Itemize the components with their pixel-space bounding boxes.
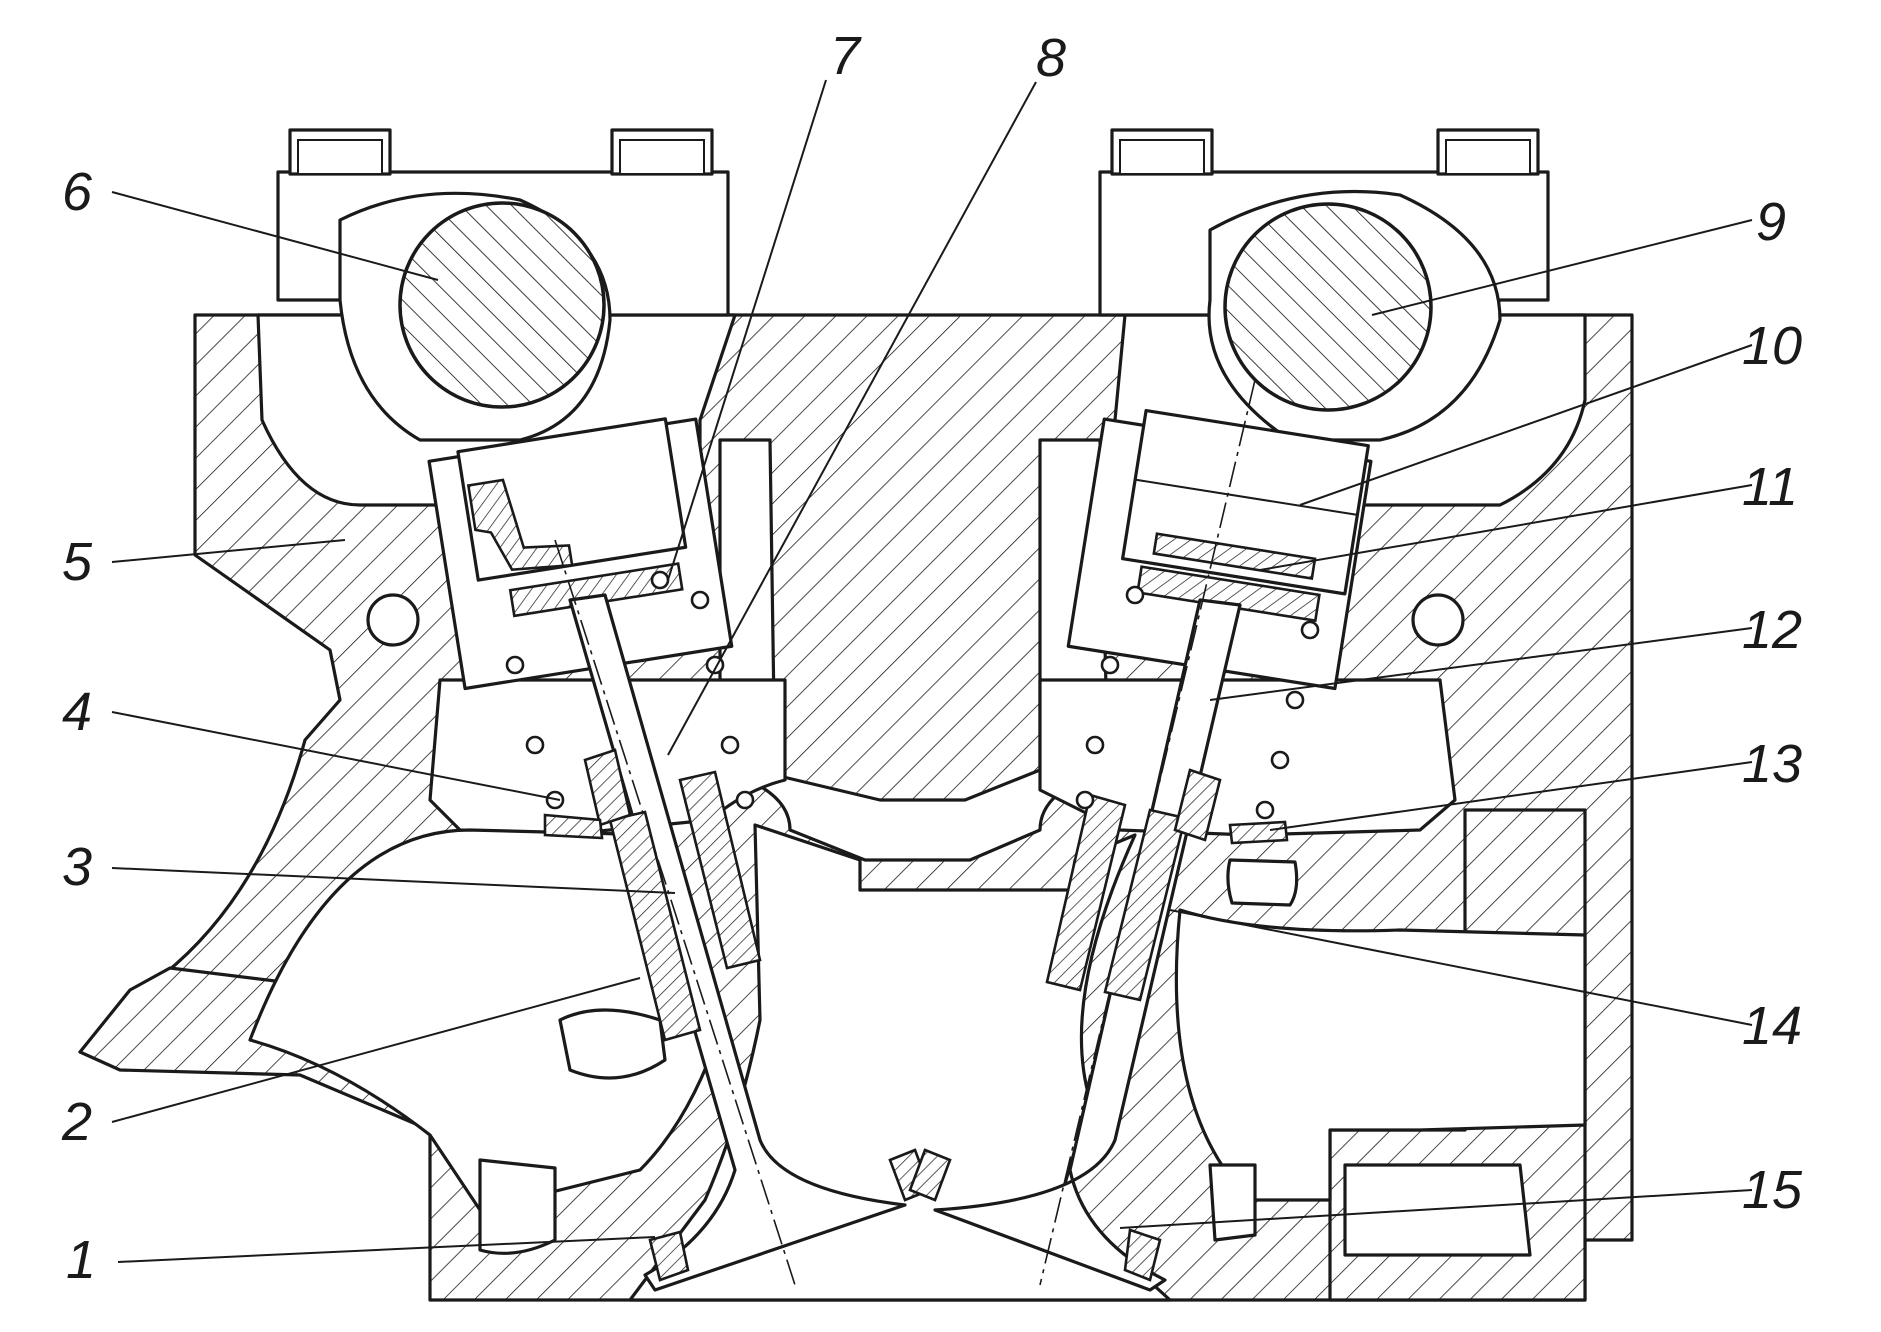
callout-15: 15 bbox=[1742, 1160, 1803, 1220]
exhaust-port bbox=[1174, 908, 1587, 1202]
exhaust-oil-duct bbox=[1411, 593, 1465, 647]
exhaust-lifter-divider bbox=[1134, 478, 1358, 516]
callout-1: 1 bbox=[66, 1230, 96, 1290]
exhaust-valve-seat-b bbox=[908, 1148, 952, 1202]
intake-valve-seat bbox=[648, 1230, 690, 1282]
callout-4: 4 bbox=[62, 682, 92, 742]
leader-11 bbox=[1259, 484, 1753, 571]
leader-4 bbox=[111, 711, 561, 801]
left-cap-bolt-b-head bbox=[619, 139, 705, 175]
callout-3: 3 bbox=[62, 837, 92, 897]
exhaust-camshaft bbox=[1223, 202, 1433, 412]
leader-lines bbox=[111, 79, 1753, 1263]
coolant-passage-lower-right bbox=[1208, 1163, 1257, 1242]
coolant-passage-left bbox=[558, 1008, 667, 1080]
callout-8: 8 bbox=[1036, 28, 1066, 88]
leader-5 bbox=[111, 539, 346, 563]
intake-lifter-hydraulic-element bbox=[466, 478, 574, 572]
exhaust-valve-springs bbox=[1075, 585, 1320, 820]
leader-7 bbox=[667, 79, 827, 581]
intake-valve-axis bbox=[554, 539, 796, 1286]
water-jacket-right bbox=[1343, 1163, 1532, 1257]
coolant-passage-right bbox=[1226, 858, 1299, 907]
leader-14 bbox=[1169, 909, 1753, 1026]
exhaust-valve-guide bbox=[1045, 793, 1127, 992]
exhaust-spring-seat bbox=[1228, 820, 1289, 845]
camshafts bbox=[338, 190, 1502, 442]
callout-9: 9 bbox=[1756, 192, 1786, 252]
intake-valve-stem bbox=[568, 593, 907, 1292]
callout-12: 12 bbox=[1742, 600, 1802, 660]
leader-10 bbox=[1299, 344, 1753, 506]
leader-6 bbox=[111, 191, 439, 281]
callout-5: 5 bbox=[62, 532, 93, 592]
callout-10: 10 bbox=[1742, 316, 1802, 376]
leader-3 bbox=[111, 867, 676, 894]
leader-12 bbox=[1209, 627, 1753, 701]
leader-2 bbox=[111, 977, 641, 1123]
intake-valve-assembly bbox=[366, 417, 932, 1292]
intake-valve-guide-b bbox=[678, 770, 762, 970]
intake-spring-seat bbox=[543, 813, 604, 840]
leader-1 bbox=[117, 1236, 656, 1263]
center-gallery bbox=[718, 438, 1110, 862]
coolant-passage-lower-left bbox=[478, 1158, 557, 1255]
right-spring-cavity bbox=[1038, 678, 1457, 837]
callout-11: 11 bbox=[1742, 457, 1798, 517]
exhaust-valve-stem bbox=[933, 598, 1242, 1292]
leader-15 bbox=[1119, 1189, 1753, 1229]
callout-13: 13 bbox=[1742, 734, 1802, 794]
right-cap-bolt-a-head bbox=[1119, 139, 1205, 175]
callout-2: 2 bbox=[61, 1092, 92, 1152]
exhaust-valve-seat bbox=[1123, 1228, 1162, 1282]
intake-oil-duct bbox=[366, 593, 420, 647]
callout-7: 7 bbox=[830, 26, 862, 86]
intake-stem-seal bbox=[583, 748, 632, 827]
callout-numbers: 1 2 3 4 5 6 7 8 9 10 11 12 13 14 15 bbox=[61, 26, 1803, 1290]
callout-6: 6 bbox=[62, 162, 93, 222]
exhaust-valve-assembly bbox=[908, 379, 1465, 1292]
exhaust-valve-guide-b bbox=[1103, 808, 1187, 1002]
intake-camshaft bbox=[398, 201, 606, 409]
left-cap-bolt-a-head bbox=[297, 139, 383, 175]
leader-8 bbox=[667, 81, 1037, 756]
callout-14: 14 bbox=[1742, 996, 1802, 1056]
intake-valve-springs bbox=[505, 570, 755, 810]
leader-13 bbox=[1269, 761, 1753, 831]
leader-9 bbox=[1371, 219, 1753, 316]
exhaust-stem-seal bbox=[1173, 768, 1222, 842]
right-cap-bolt-b-head bbox=[1445, 139, 1531, 175]
intake-valve-guide bbox=[608, 810, 702, 1042]
